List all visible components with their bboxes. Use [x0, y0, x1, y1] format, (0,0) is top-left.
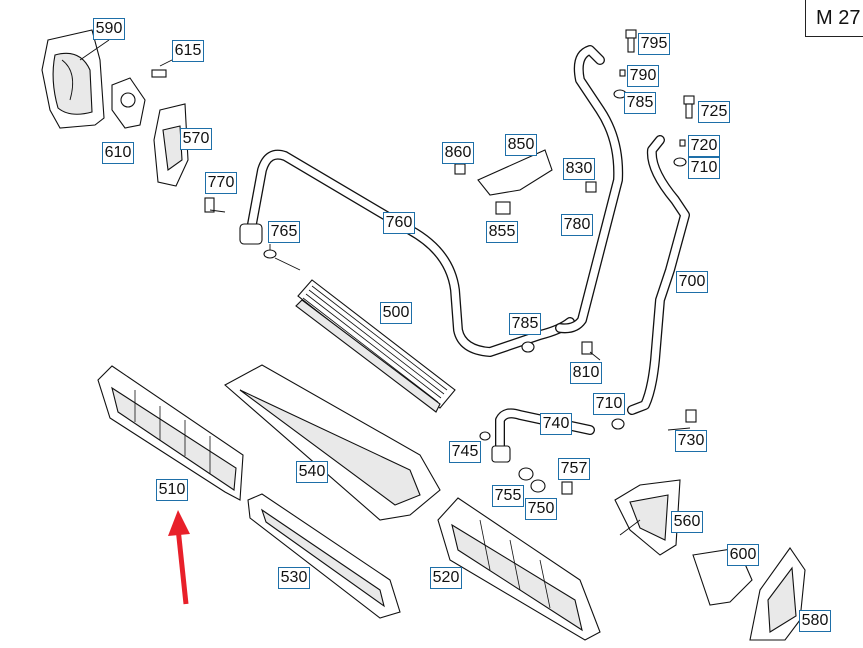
part-785-oring-lower — [521, 341, 535, 353]
callout-720: 720 — [688, 135, 720, 157]
callout-530: 530 — [278, 567, 310, 589]
page-reference: M 27 — [805, 0, 863, 37]
part-795-bolt — [625, 29, 637, 53]
part-810-bolt — [581, 341, 593, 355]
callout-615: 615 — [172, 40, 204, 62]
callout-785-top: 785 — [624, 92, 656, 114]
part-790-clip — [619, 69, 626, 77]
leader-lines — [79, 39, 691, 536]
part-530-panel — [247, 493, 401, 619]
part-750-ring — [530, 479, 546, 493]
part-720-clip — [679, 139, 686, 147]
part-520-air-guide — [437, 497, 601, 641]
part-580-air-duct — [749, 547, 806, 641]
part-830-bolt — [585, 181, 597, 193]
callout-760: 760 — [383, 212, 415, 234]
part-765-oring — [263, 249, 277, 259]
callout-510: 510 — [156, 479, 188, 501]
callout-540: 540 — [296, 461, 328, 483]
part-710-oring-top — [673, 157, 687, 167]
callout-745: 745 — [449, 441, 481, 463]
part-610-air-duct — [41, 29, 105, 129]
callout-770: 770 — [205, 172, 237, 194]
callout-710-lower: 710 — [593, 393, 625, 415]
callout-600: 600 — [727, 544, 759, 566]
part-770-bolt — [204, 197, 226, 213]
callout-830: 830 — [563, 158, 595, 180]
callout-810: 810 — [570, 362, 602, 384]
part-740-hose — [491, 408, 595, 463]
callout-785-lower: 785 — [509, 313, 541, 335]
callout-755: 755 — [492, 485, 524, 507]
callout-780: 780 — [561, 214, 593, 236]
part-757-bolt — [561, 481, 573, 495]
part-500-cooler — [295, 279, 456, 413]
callout-725: 725 — [698, 101, 730, 123]
part-510-air-guide — [97, 365, 244, 501]
callout-750: 750 — [525, 498, 557, 520]
callout-520: 520 — [430, 567, 462, 589]
callout-700: 700 — [676, 271, 708, 293]
part-570-bracket — [153, 103, 189, 187]
callout-560: 560 — [671, 511, 703, 533]
callout-740: 740 — [540, 413, 572, 435]
part-730-bolt — [685, 409, 697, 423]
highlight-arrow — [168, 510, 190, 605]
part-850-bracket — [477, 149, 553, 196]
part-710-oring-lower — [611, 418, 625, 430]
part-780-hose — [555, 45, 624, 334]
part-855-nut — [495, 201, 511, 215]
callout-860: 860 — [442, 142, 474, 164]
part-540-air-guide — [224, 364, 441, 521]
part-760-hose — [239, 149, 575, 357]
callout-850: 850 — [505, 134, 537, 156]
part-560-bracket — [614, 479, 681, 556]
part-860-bolt — [454, 163, 466, 175]
callout-855: 855 — [486, 221, 518, 243]
callout-710-top: 710 — [688, 157, 720, 179]
callout-790: 790 — [627, 65, 659, 87]
part-700-hose — [627, 135, 690, 415]
callout-580: 580 — [799, 610, 831, 632]
callout-765: 765 — [268, 221, 300, 243]
callout-730: 730 — [675, 430, 707, 452]
part-725-bolt — [683, 95, 695, 119]
part-755-ring — [518, 467, 534, 481]
part-745-oring — [479, 431, 491, 441]
callout-570: 570 — [180, 128, 212, 150]
callout-590: 590 — [93, 18, 125, 40]
callout-500: 500 — [380, 302, 412, 324]
callout-757: 757 — [558, 458, 590, 480]
callout-610: 610 — [102, 142, 134, 164]
callout-795: 795 — [638, 33, 670, 55]
part-615-bracket — [111, 57, 177, 129]
